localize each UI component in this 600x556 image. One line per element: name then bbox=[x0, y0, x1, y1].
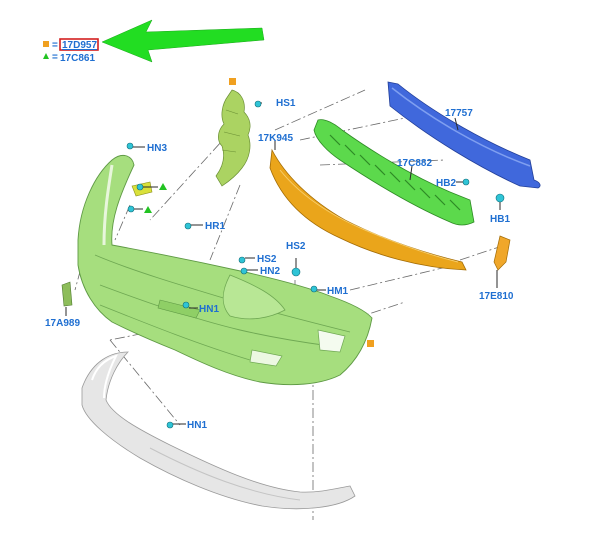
svg-text:=: = bbox=[52, 52, 58, 63]
label-hs2[interactable]: HS2 bbox=[257, 254, 277, 265]
clip-hn1-lower-icon bbox=[166, 421, 186, 429]
energy-absorber-17c882 bbox=[313, 119, 475, 226]
clip-tri2-icon bbox=[127, 205, 143, 213]
clip-tri1-icon bbox=[136, 183, 158, 191]
label-hs1[interactable]: HS1 bbox=[276, 98, 296, 109]
clip-hs2-top-icon bbox=[291, 258, 301, 277]
label-hn1-lower[interactable]: HN1 bbox=[187, 420, 207, 431]
clip-hr1-icon bbox=[184, 222, 203, 230]
label-17c882[interactable]: 17C882 bbox=[397, 158, 432, 169]
clip-hn1-upper-icon bbox=[182, 301, 198, 309]
label-17a989[interactable]: 17A989 bbox=[45, 318, 80, 329]
clip-hn3-icon bbox=[126, 142, 145, 150]
side-reflector-17e810 bbox=[493, 235, 511, 271]
label-hb2[interactable]: HB2 bbox=[436, 178, 456, 189]
square-marker-icon bbox=[367, 340, 374, 347]
label-hb1[interactable]: HB1 bbox=[490, 214, 510, 225]
clip-hs1-icon bbox=[254, 100, 262, 108]
side-bracket-17a989 bbox=[61, 281, 73, 307]
fastener-clips bbox=[65, 100, 505, 429]
clip-hb1-icon bbox=[495, 193, 505, 210]
triangle-marker-icon bbox=[159, 183, 167, 190]
grille-insert-17k945 bbox=[269, 148, 467, 271]
label-hs2-top[interactable]: HS2 bbox=[286, 241, 306, 252]
square-marker-icon bbox=[229, 78, 236, 85]
label-hn3[interactable]: HN3 bbox=[147, 143, 167, 154]
leader-17c882 bbox=[409, 165, 413, 181]
triangle-marker-icon bbox=[144, 206, 152, 213]
legend-triangle-code[interactable]: 17C861 bbox=[60, 53, 95, 64]
clip-hb2-icon bbox=[456, 178, 470, 186]
label-hm1[interactable]: HM1 bbox=[327, 286, 349, 297]
label-17k945[interactable]: 17K945 bbox=[258, 133, 293, 144]
square-marker-icon bbox=[43, 41, 49, 47]
upper-mount-bracket bbox=[215, 89, 251, 187]
legend: = 17D957 = 17C861 bbox=[43, 38, 99, 64]
part-labels: HS1 HN3 HR1 HS2 HS2 HN2 HM1 HN1 HN1 HB2 … bbox=[45, 98, 514, 431]
legend-highlight-box bbox=[59, 38, 99, 51]
bumper-reinforcement-17757 bbox=[387, 81, 541, 189]
lower-lip-panel bbox=[81, 351, 356, 510]
leader-17757 bbox=[454, 117, 459, 131]
green-arrow-icon bbox=[101, 19, 265, 63]
legend-square-code[interactable]: 17D957 bbox=[62, 40, 97, 51]
triangle-marker-icon bbox=[43, 53, 49, 59]
label-17757[interactable]: 17757 bbox=[445, 108, 473, 119]
label-17e810[interactable]: 17E810 bbox=[479, 291, 514, 302]
clip-hm1-icon bbox=[310, 285, 326, 293]
label-hn1-upper[interactable]: HN1 bbox=[199, 304, 219, 315]
label-hr1[interactable]: HR1 bbox=[205, 221, 225, 232]
svg-text:=: = bbox=[52, 40, 58, 51]
bumper-cover bbox=[77, 154, 373, 386]
clip-hn2-icon bbox=[240, 267, 258, 275]
clip-hs2-icon bbox=[238, 256, 255, 264]
label-hn2[interactable]: HN2 bbox=[260, 266, 280, 277]
